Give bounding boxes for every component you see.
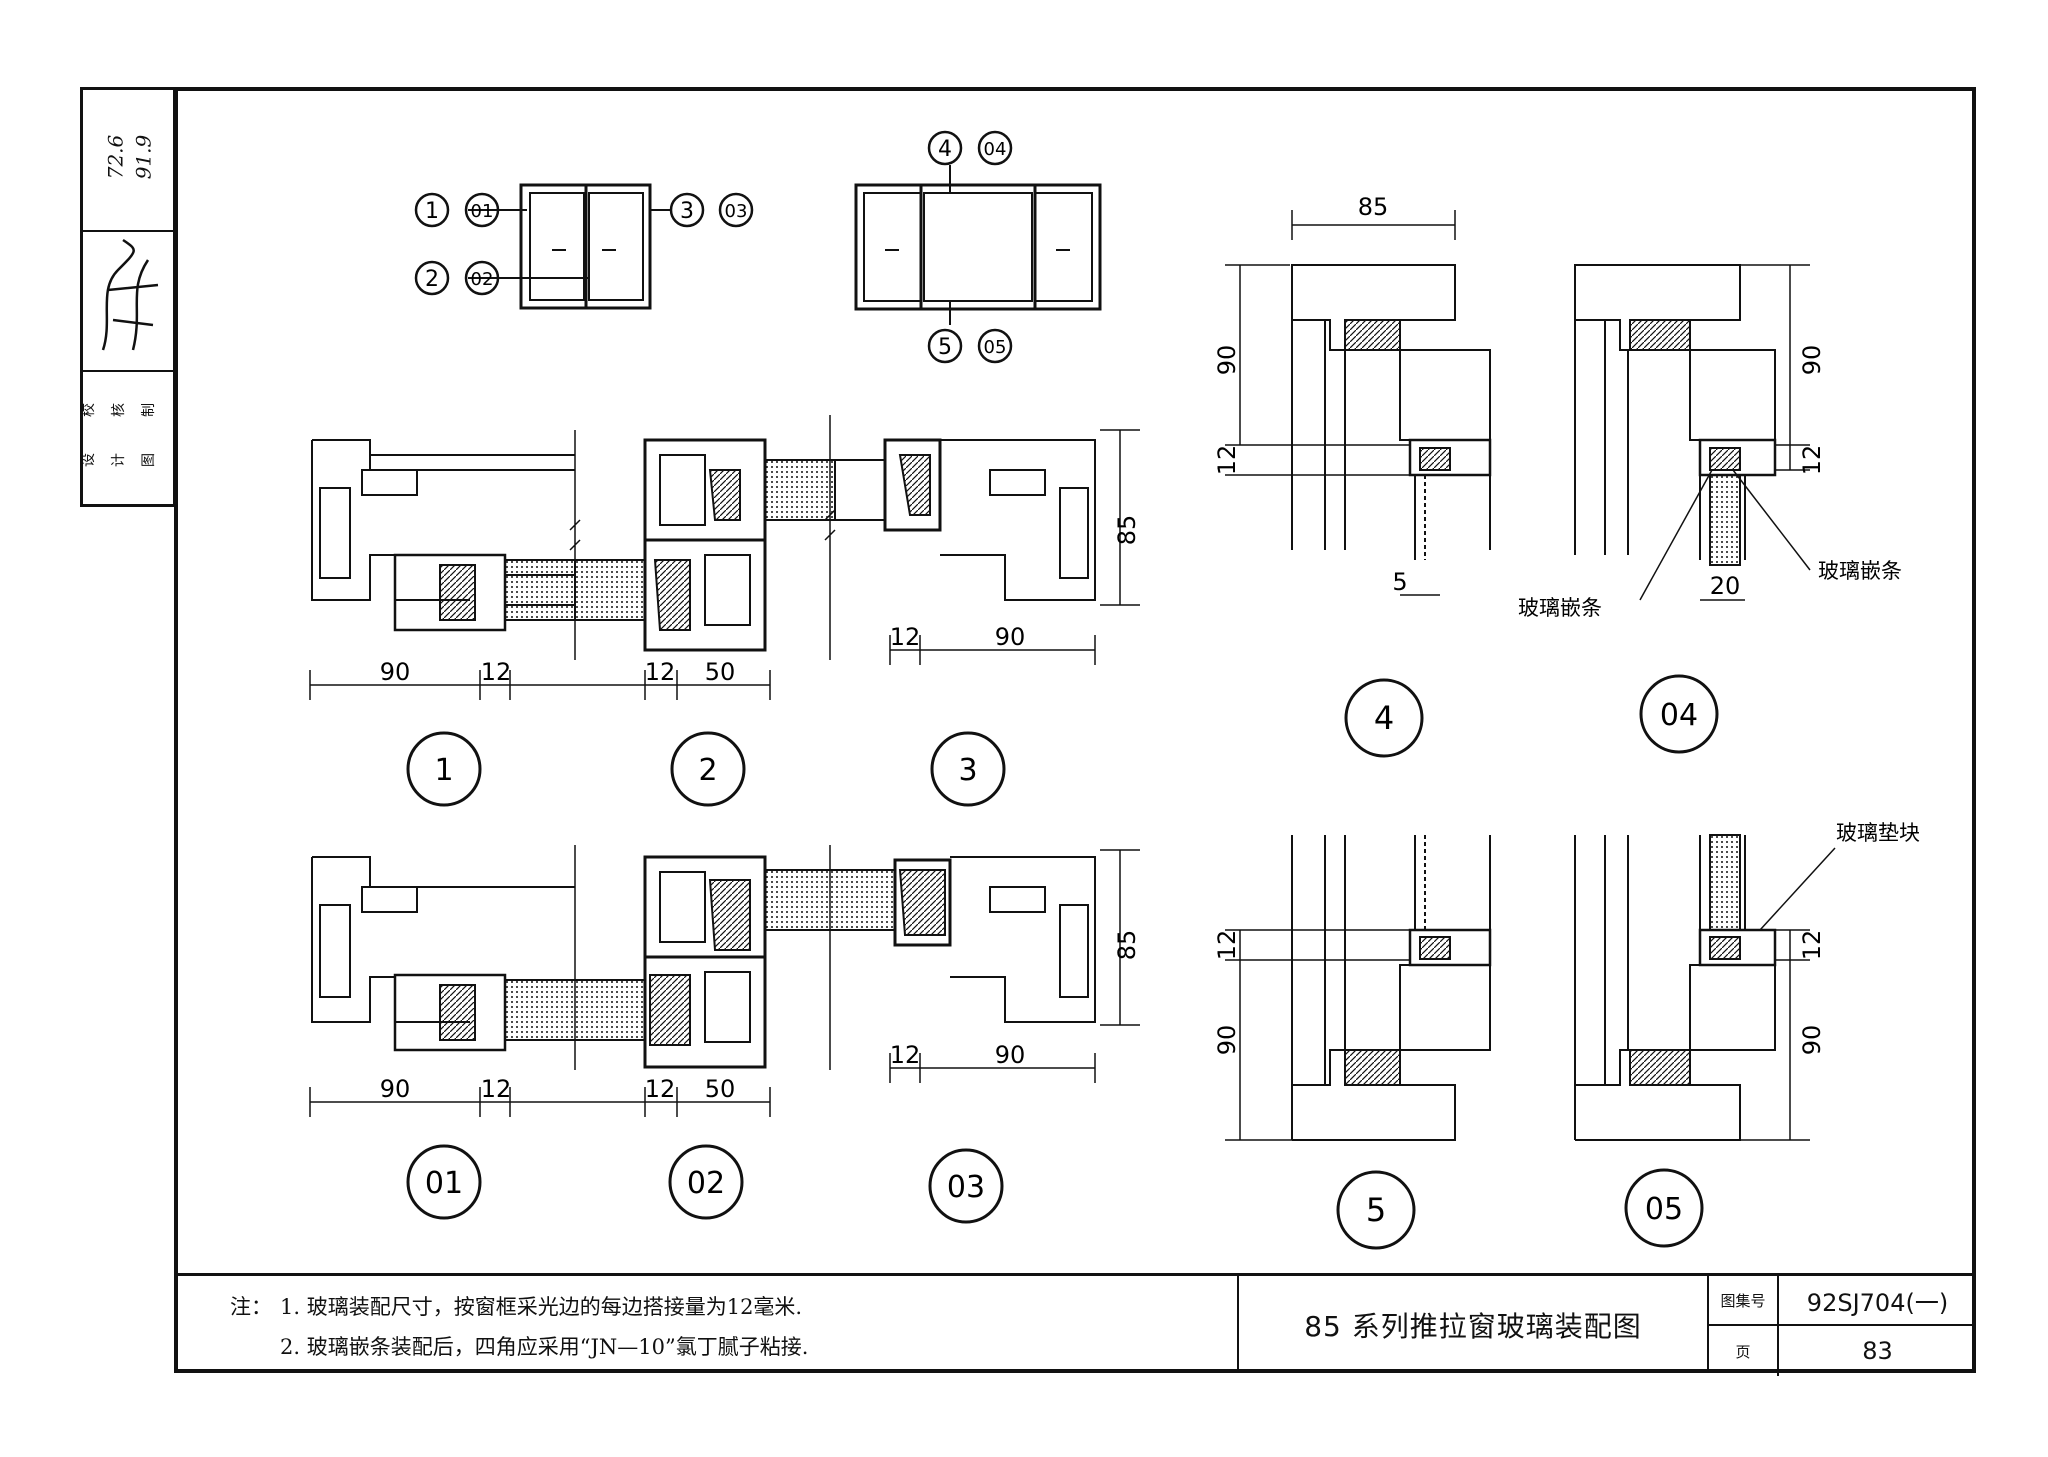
- section-label-04-group: 04: [1639, 674, 1719, 754]
- dim-85-row2: 85: [1113, 930, 1141, 961]
- dim-12-mid-row2: 12: [645, 1075, 676, 1103]
- dim-90-sec04: 90: [1798, 345, 1826, 376]
- section-05: [1574, 834, 1777, 1141]
- dim-90-left-row1: 90: [380, 658, 411, 686]
- section-label-05-group: 05: [1624, 1168, 1704, 1248]
- section-4: [1291, 264, 1492, 560]
- dim-90-sec05: 90: [1798, 1025, 1826, 1056]
- section-label-01: 01: [425, 1166, 463, 1201]
- section-label-3: 3: [958, 753, 977, 788]
- atlas-label: 图集号: [1709, 1276, 1779, 1326]
- dim-90-sec4: 90: [1213, 345, 1241, 376]
- note-line-1: 1. 玻璃装配尺寸，按窗框采光边的每边搭接量为12毫米.: [280, 1295, 803, 1319]
- elev-label-05: 05: [984, 337, 1007, 358]
- page-label: 页: [1709, 1326, 1779, 1376]
- elevation-label-2-02: 2 02: [414, 260, 500, 296]
- dim-12-left-row2: 12: [481, 1075, 512, 1103]
- elev-label-1: 1: [425, 199, 439, 224]
- section-row-2: [311, 845, 1096, 1070]
- note-line-2: 2. 玻璃嵌条装配后，四角应采用“JN—10”氯丁腻子粘接.: [280, 1335, 809, 1359]
- elevation-two-panel: [468, 183, 672, 310]
- section-label-04: 04: [1660, 698, 1698, 733]
- dim-12-left-row1: 12: [481, 658, 512, 686]
- section-label-5-group: 5: [1336, 1170, 1416, 1250]
- dim-12-right-row1: 12: [890, 623, 921, 651]
- callout-glass-bead-left: 玻璃嵌条: [1518, 596, 1602, 620]
- section-label-1: 1: [434, 753, 453, 788]
- section-row-2-dims: [309, 849, 1140, 1117]
- elev-label-02: 02: [471, 269, 494, 290]
- atlas-number: 92SJ704(一): [1779, 1276, 1976, 1326]
- section-4-dims: [1225, 210, 1456, 596]
- dim-12-sec05: 12: [1798, 930, 1826, 961]
- callout-glass-bead-right: 玻璃嵌条: [1818, 559, 1902, 583]
- dim-12-right-row2: 12: [890, 1041, 921, 1069]
- elev-label-04: 04: [984, 139, 1007, 160]
- section-label-02: 02: [687, 1166, 725, 1201]
- dim-90-sec5: 90: [1213, 1025, 1241, 1056]
- section-04-dim-text: 90 12 20 玻璃嵌条 玻璃嵌条: [1518, 345, 1902, 620]
- drawing-title: 85 系列推拉窗玻璃装配图: [1239, 1276, 1709, 1373]
- notes-panel: 注： 1. 玻璃装配尺寸，按窗框采光边的每边搭接量为12毫米. 2. 玻璃嵌条装…: [174, 1276, 1239, 1373]
- elev-label-5: 5: [938, 335, 952, 360]
- page-number: 83: [1862, 1337, 1893, 1365]
- elevation-label-1-01: 1 01: [414, 192, 500, 228]
- section-5-dim-text: 12 90: [1213, 930, 1241, 1056]
- section-5-dims: [1225, 929, 1410, 1141]
- meta-panel: 图集号 92SJ704(一) 页 83: [1709, 1276, 1976, 1376]
- section-row-2-dim-text: 85 90 12 12 50 12 90: [380, 930, 1141, 1103]
- section-04-dims: [1639, 264, 1811, 601]
- section-label-4: 4: [1374, 699, 1394, 737]
- dim-12-sec04: 12: [1798, 445, 1826, 476]
- dim-90-right-row2: 90: [995, 1041, 1026, 1069]
- elev-label-01: 01: [471, 201, 494, 222]
- elev-label-03: 03: [725, 201, 748, 222]
- section-label-05: 05: [1645, 1192, 1683, 1227]
- section-row-1-labels: 1 2 3: [406, 731, 1006, 807]
- section-label-03: 03: [947, 1170, 985, 1205]
- section-row-1-dims: [309, 429, 1140, 700]
- section-row-1-dim-text: 85 90 12 12 50 12 90: [380, 515, 1141, 686]
- section-label-4-group: 4: [1344, 678, 1424, 758]
- elev-label-4: 4: [938, 137, 952, 162]
- section-4-dim-text: 85 90 12 5: [1213, 193, 1408, 596]
- section-5: [1291, 835, 1492, 1141]
- dim-12-sec4: 12: [1213, 445, 1241, 476]
- section-04: [1574, 264, 1777, 566]
- callout-glass-pad: 玻璃垫块: [1836, 821, 1920, 845]
- dim-85-row1: 85: [1113, 515, 1141, 546]
- notes-prefix: 注：: [230, 1295, 272, 1319]
- dim-50-row2: 50: [705, 1075, 736, 1103]
- elevation-label-4-04: 4 04: [927, 130, 1013, 166]
- approval-row-date: 72.6 91.9: [83, 90, 173, 232]
- title-block: 注： 1. 玻璃装配尺寸，按窗框采光边的每边搭接量为12毫米. 2. 玻璃嵌条装…: [174, 1273, 1976, 1376]
- dim-5-sec4: 5: [1392, 568, 1407, 596]
- signature-image: [101, 238, 159, 351]
- elev-label-3: 3: [680, 199, 694, 224]
- elevation-three-panel: [854, 165, 1102, 325]
- elev-label-2: 2: [425, 267, 439, 292]
- section-05-dim-text: 12 90 玻璃垫块: [1798, 821, 1920, 1055]
- dim-85-sec4: 85: [1358, 193, 1389, 221]
- dim-12-mid-row1: 12: [645, 658, 676, 686]
- approval-row-signature: [83, 230, 173, 372]
- section-05-dims: [1740, 847, 1836, 1141]
- dim-90-right-row1: 90: [995, 623, 1026, 651]
- section-label-2: 2: [698, 753, 717, 788]
- dim-50-row1: 50: [705, 658, 736, 686]
- elevation-label-5-05: 5 05: [927, 328, 1013, 364]
- dim-20-sec04: 20: [1710, 572, 1741, 600]
- section-row-2-labels: 01 02 03: [406, 1144, 1004, 1224]
- section-label-5: 5: [1366, 1191, 1386, 1229]
- dim-12-sec5: 12: [1213, 930, 1241, 961]
- dim-90-left-row2: 90: [380, 1075, 411, 1103]
- elevation-label-3-03: 3 03: [669, 192, 754, 228]
- drawing-frame: [174, 87, 1976, 1373]
- section-row-1: [311, 415, 1096, 660]
